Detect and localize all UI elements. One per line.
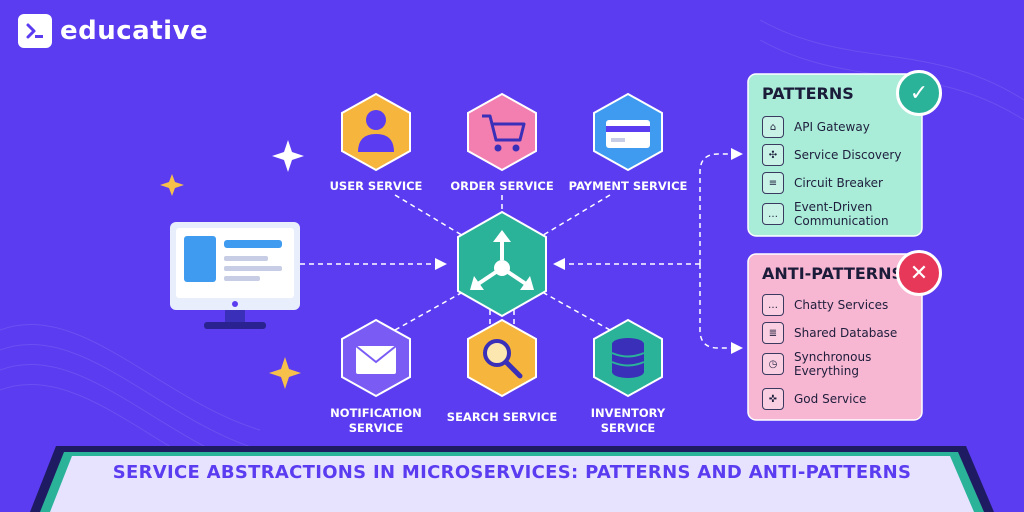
connector-lines — [300, 148, 743, 354]
patterns-panel-bg — [747, 73, 923, 237]
monitor-icon — [170, 222, 300, 329]
order-service-hex — [467, 92, 537, 172]
anti-pattern-item-god-service: ✜ God Service — [762, 388, 866, 410]
anti-patterns-title: ANTI-PATTERNS — [762, 264, 904, 283]
payment-service-hex — [593, 92, 663, 172]
payment-service-label: PAYMENT SERVICE — [568, 179, 688, 193]
notification-service-label: NOTIFICATION SERVICE — [330, 406, 422, 435]
stopwatch-icon: ◷ — [762, 353, 784, 375]
sparkles — [160, 140, 304, 389]
patterns-panel: PATTERNS ⌂ API Gateway ✣ Service Discove… — [748, 74, 922, 236]
gateway-arrows-icon — [457, 210, 547, 318]
to-patterns-line — [699, 148, 743, 264]
chat-icon: … — [762, 203, 784, 225]
sparkle-gold — [269, 357, 301, 389]
search-service-hex — [467, 318, 537, 398]
cross-icon: ✕ — [896, 250, 942, 296]
order-service-label: ORDER SERVICE — [450, 179, 554, 193]
user-service-label: USER SERVICE — [329, 179, 423, 193]
anti-patterns-panel: ANTI-PATTERNS … Chatty Services ≣ Shared… — [748, 254, 922, 420]
chat-bubble-icon: … — [762, 294, 784, 316]
sparkle-white — [272, 140, 304, 172]
user-service-hex — [341, 92, 411, 172]
pattern-item-service-discovery: ✣ Service Discovery — [762, 144, 901, 166]
user-service-line — [394, 194, 471, 241]
inventory-service-line — [534, 287, 611, 331]
database-icon: ≣ — [762, 322, 784, 344]
anti-patterns-panel-bg — [747, 253, 923, 421]
pattern-item-circuit-breaker: ≡ Circuit Breaker — [762, 172, 883, 194]
banner-bg — [50, 456, 974, 512]
terminal-prompt-icon — [18, 14, 52, 48]
anti-pattern-item-chatty: … Chatty Services — [762, 294, 888, 316]
network-icon: ✣ — [762, 144, 784, 166]
gateway-icon: ⌂ — [762, 116, 784, 138]
payment-service-line — [534, 194, 611, 241]
sparkle-gold-small — [160, 174, 184, 196]
inventory-service-hex — [593, 318, 663, 398]
checkmark-icon: ✓ — [896, 70, 942, 116]
brand-name: educative — [60, 16, 209, 46]
to-anti-patterns-line — [699, 264, 743, 354]
document-icon: ≡ — [762, 172, 784, 194]
inventory-service-label: INVENTORY SERVICE — [590, 406, 666, 435]
notification-service-hex — [341, 318, 411, 398]
patterns-title: PATTERNS — [762, 84, 854, 103]
notification-service-line — [394, 287, 471, 331]
banner-title: SERVICE ABSTRACTIONS IN MICROSERVICES: P… — [112, 462, 912, 483]
brand[interactable]: educative — [18, 14, 208, 48]
search-service-label: SEARCH SERVICE — [446, 410, 558, 424]
pattern-item-api-gateway: ⌂ API Gateway — [762, 116, 870, 138]
anti-pattern-item-shared-db: ≣ Shared Database — [762, 322, 897, 344]
puzzle-icon: ✜ — [762, 388, 784, 410]
